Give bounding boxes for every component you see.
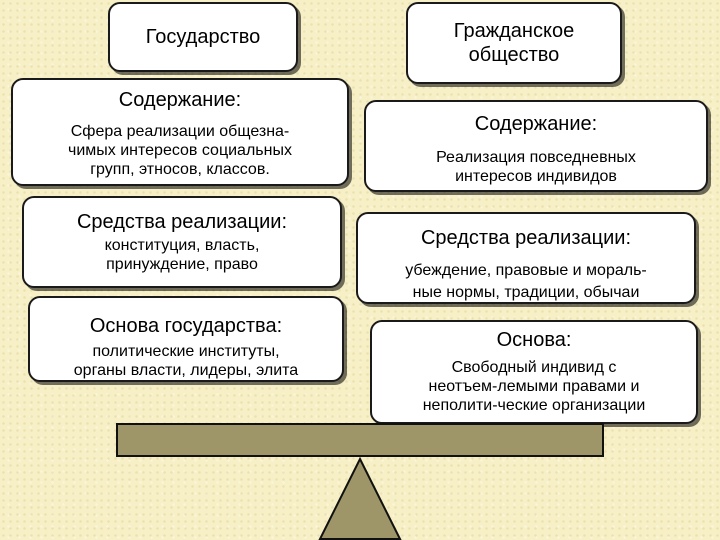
civil-means-heading: Средства реализации:	[420, 227, 632, 249]
state-means-box: Средства реализации: конституция, власть…	[22, 196, 342, 288]
state-means-line: принуждение, право	[106, 256, 258, 273]
civil-society-title-line: Гражданское	[453, 20, 575, 42]
civil-basis-line: Свободный индивид с	[451, 359, 617, 376]
civil-society-title-line: общество	[468, 44, 560, 66]
civil-content-line: Реализация повседневных	[436, 149, 636, 166]
civil-content-heading: Содержание:	[474, 113, 598, 135]
civil-means-line: ные нормы, традиции, обычаи	[412, 284, 640, 301]
state-content-line: чимых интересов социальных	[68, 142, 292, 159]
state-content-heading: Содержание:	[118, 89, 242, 111]
state-basis-heading: Основа государства:	[89, 315, 283, 337]
civil-content-box: Содержание: Реализация повседневных инте…	[364, 100, 708, 192]
civil-society-title-box: Гражданское общество	[406, 2, 622, 84]
scale-fulcrum-icon	[318, 457, 402, 540]
state-basis-line: политические институты,	[92, 343, 280, 360]
scale-beam	[116, 423, 604, 457]
state-content-text: Сфера реализации общезна- чимых интересо…	[13, 122, 347, 179]
civil-means-text: убеждение, правовые и мораль- ные нормы,…	[358, 260, 694, 302]
civil-basis-text: Свободный индивид с неотъем-лемыми права…	[372, 358, 696, 415]
civil-means-box: Средства реализации: убеждение, правовые…	[356, 212, 696, 304]
civil-content-line: интересов индивидов	[455, 168, 617, 185]
civil-means-line: убеждение, правовые и мораль-	[405, 262, 647, 279]
state-basis-line: органы власти, лидеры, элита	[73, 362, 299, 379]
state-title-box: Государство	[108, 2, 298, 72]
state-basis-text: политические институты, органы власти, л…	[30, 342, 342, 380]
civil-basis-line: неотъем-лемыми правами и	[428, 378, 640, 395]
state-means-line: конституция, власть,	[104, 237, 260, 254]
civil-content-text: Реализация повседневных интересов индиви…	[366, 148, 706, 186]
civil-basis-line: неполити-ческие организации	[422, 397, 646, 414]
civil-society-title: Гражданское общество	[454, 19, 574, 67]
state-title: Государство	[145, 26, 261, 48]
civil-basis-heading: Основа:	[496, 329, 572, 351]
state-means-heading: Средства реализации:	[76, 211, 288, 233]
state-content-line: групп, этносов, классов.	[90, 161, 270, 178]
state-basis-box: Основа государства: политические институ…	[28, 296, 344, 382]
state-content-line: Сфера реализации общезна-	[70, 123, 290, 140]
state-content-box: Содержание: Сфера реализации общезна- чи…	[11, 78, 349, 186]
state-means-text: конституция, власть, принуждение, право	[24, 236, 340, 274]
civil-basis-box: Основа: Свободный индивид с неотъем-лемы…	[370, 320, 698, 424]
